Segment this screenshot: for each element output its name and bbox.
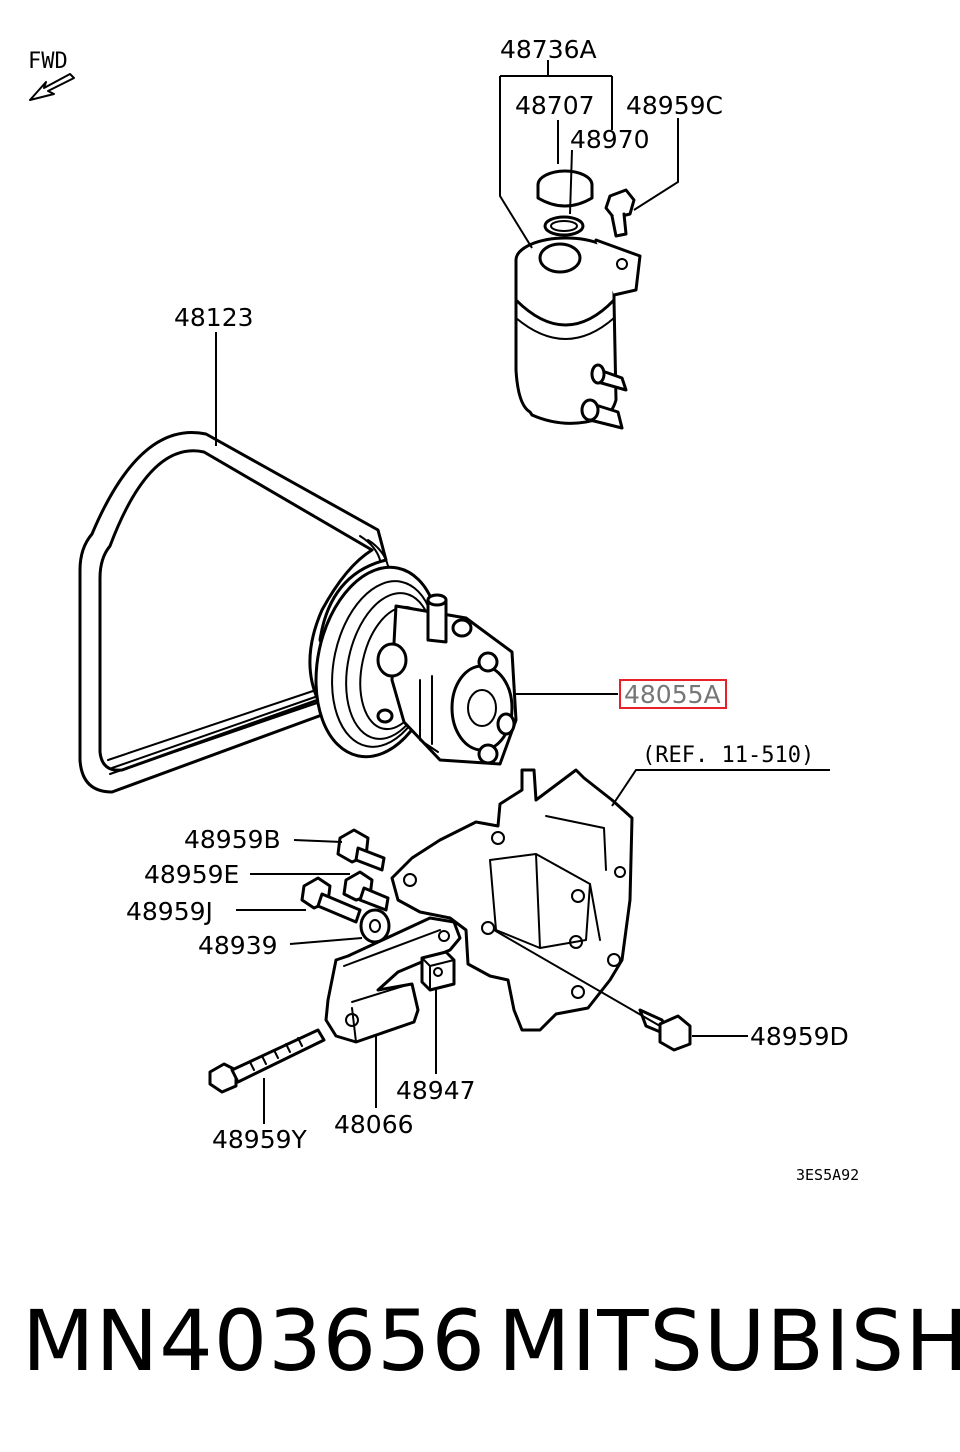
adjust-bracket [324, 916, 462, 1044]
label-bolt-c: 48959C [626, 91, 723, 120]
label-washer: 48939 [198, 931, 278, 960]
leader-bolt-d-axis [493, 929, 661, 1027]
label-pump: 48055A [624, 680, 721, 709]
spacer [420, 950, 456, 992]
o-ring [543, 215, 585, 237]
bolt-d [638, 1008, 692, 1052]
bolt-e [342, 870, 390, 912]
washer [359, 908, 391, 944]
caption-part-number: MN403656 [22, 1292, 486, 1390]
leader-reservoir-assy [499, 60, 613, 249]
fwd-label: FWD [28, 49, 68, 74]
label-bolt-b: 48959B [184, 825, 281, 854]
label-reference: (REF. 11-510) [642, 743, 814, 768]
label-bolt-e: 48959E [144, 860, 239, 889]
label-belt: 48123 [174, 303, 254, 332]
pump-highlight-box [619, 679, 727, 709]
bolt-b [336, 828, 386, 872]
leader-reference [611, 769, 830, 807]
leader-washer [289, 937, 363, 945]
diagram-code: 3ES5A92 [796, 1166, 859, 1184]
label-o-ring: 48970 [570, 125, 650, 154]
caption-brand: MITSUBISHI [498, 1292, 960, 1390]
label-bolt-y: 48959Y [212, 1125, 308, 1154]
leader-bolt-c [633, 118, 679, 211]
power-steering-pump [314, 565, 518, 766]
reservoir-tank [514, 236, 642, 430]
label-bolt-d: 48959D [750, 1022, 849, 1051]
label-cap: 48707 [515, 91, 595, 120]
label-bolt-j: 48959J [126, 897, 213, 926]
leader-o-ring [569, 149, 573, 215]
reservoir-cap [536, 169, 594, 208]
drive-belt [78, 431, 389, 794]
label-reservoir-assy: 48736A [500, 35, 597, 64]
bolt-c [604, 188, 636, 238]
fwd-arrow-icon [29, 73, 75, 101]
label-bracket: 48066 [334, 1110, 414, 1139]
bolt-j [300, 876, 362, 924]
engine-bracket [390, 768, 634, 1032]
leader-bolt-b [293, 839, 343, 843]
label-spacer: 48947 [396, 1076, 476, 1105]
bolt-y [208, 1028, 326, 1094]
